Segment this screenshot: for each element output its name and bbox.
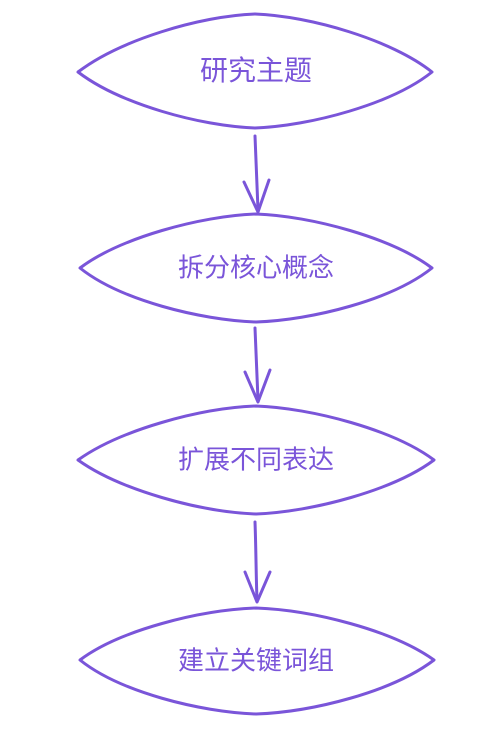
node-split-core-concepts: 拆分核心概念: [78, 212, 434, 324]
arrow-2: [243, 326, 272, 404]
arrow-shaft: [253, 326, 260, 402]
arrow-shaft: [253, 520, 259, 602]
node-label: 建立关键词组: [178, 647, 334, 677]
node-diamond-shape: [78, 606, 436, 716]
node-research-topic: 研究主题: [76, 12, 434, 130]
arrowhead: [243, 368, 272, 404]
arrow-3: [243, 520, 272, 604]
node-label: 研究主题: [200, 54, 312, 87]
node-build-keyword-groups: 建立关键词组: [78, 606, 436, 716]
arrow-1: [242, 134, 271, 214]
arrowhead: [243, 570, 272, 604]
arrowhead: [242, 178, 271, 214]
arrow-shaft: [253, 134, 260, 212]
node-expand-expressions: 扩展不同表达: [76, 404, 436, 516]
node-diamond-shape: [76, 12, 434, 130]
node-diamond-shape: [78, 212, 434, 324]
node-label: 拆分核心概念: [178, 254, 334, 284]
node-label: 扩展不同表达: [178, 446, 334, 476]
node-diamond-shape: [76, 404, 436, 516]
